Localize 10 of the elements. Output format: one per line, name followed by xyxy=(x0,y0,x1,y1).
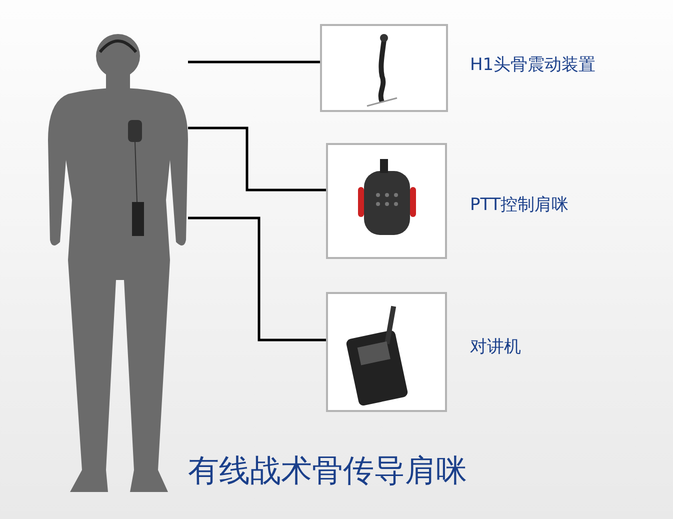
part-label: H1头骨震动装置 xyxy=(470,54,596,76)
leader-line xyxy=(188,126,326,192)
title: 有线战术骨传导肩咪 xyxy=(188,452,467,491)
product-photo xyxy=(320,24,448,112)
part-label: PTT控制肩咪 xyxy=(470,194,569,216)
part-label: 对讲机 xyxy=(470,336,521,358)
product-photo xyxy=(326,143,447,259)
product-photo xyxy=(326,292,447,412)
leader-line xyxy=(188,216,326,342)
leader-line xyxy=(188,60,320,64)
